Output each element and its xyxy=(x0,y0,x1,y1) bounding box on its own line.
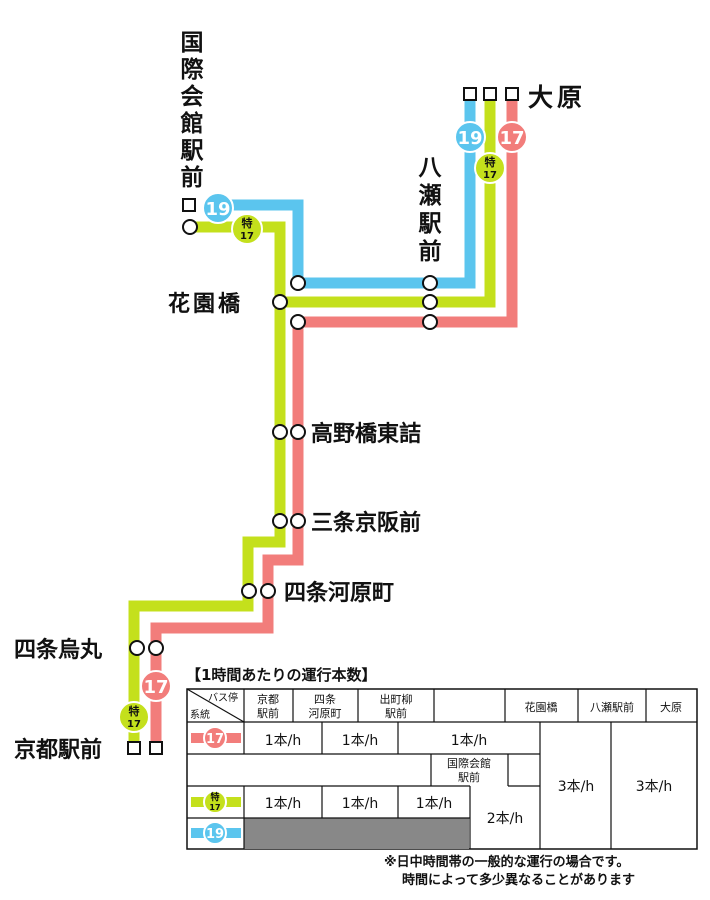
header-demachi: 出町柳 xyxy=(380,692,413,706)
stop-circles xyxy=(129,219,438,656)
table-title: 【1時間あたりの運行本数】 xyxy=(186,666,376,684)
svg-text:17: 17 xyxy=(127,719,141,730)
value-r17-kyoto: 1本/h xyxy=(265,733,302,749)
route-17-line xyxy=(150,95,518,748)
svg-text:19: 19 xyxy=(206,827,224,842)
station-hanazono-label: 花園橋 xyxy=(168,291,243,317)
terminal-stops-kyoto xyxy=(127,741,163,755)
route-express-line xyxy=(128,221,286,748)
header-ohara: 大原 xyxy=(660,700,682,714)
svg-text:17: 17 xyxy=(206,732,224,747)
header-kokusai-2: 駅前 xyxy=(458,770,480,784)
corner-stop-label: バス停 xyxy=(208,691,238,704)
corner-route-label: 系統 xyxy=(190,708,210,721)
header-yase: 八瀬駅前 xyxy=(590,700,634,714)
value-ohara: 3本/h xyxy=(636,779,673,795)
no-service-cell xyxy=(244,818,469,849)
svg-text:19: 19 xyxy=(457,128,482,149)
table-route-express-icon: 特 17 xyxy=(191,790,241,814)
header-shijo-2: 河原町 xyxy=(309,707,342,720)
terminal-stop-kokusai xyxy=(182,198,196,212)
station-shijo-kawaramachi-label: 四条河原町 xyxy=(284,580,394,606)
badge-19-kokusai: 19 xyxy=(202,192,234,224)
badge-17-kyoto: 17 xyxy=(140,670,172,702)
svg-text:17: 17 xyxy=(499,128,524,149)
value-express-19-kokusai: 2本/h xyxy=(487,811,524,827)
svg-text:19: 19 xyxy=(205,199,230,220)
svg-text:17: 17 xyxy=(483,170,497,181)
footnote-line-1: ※日中時間帯の一般的な運行の場合です。 xyxy=(384,854,629,870)
station-shijo-karasuma-label: 四条烏丸 xyxy=(14,637,103,663)
value-express-kyoto: 1本/h xyxy=(265,796,302,812)
value-r17-shijo: 1本/h xyxy=(342,733,379,749)
svg-text:17: 17 xyxy=(209,803,220,812)
table-route-19-icon: 19 xyxy=(191,821,241,845)
svg-text:特: 特 xyxy=(210,791,219,803)
header-shijo: 四条 xyxy=(314,692,336,706)
header-kyoto: 京都 xyxy=(257,692,279,706)
header-demachi-2: 駅前 xyxy=(385,706,407,720)
terminal-stops-ohara xyxy=(463,87,519,101)
value-express-shijo: 1本/h xyxy=(342,796,379,812)
badge-express-ohara: 特 17 xyxy=(474,152,506,184)
table-route-17-icon: 17 xyxy=(191,726,241,750)
value-express-demachi: 1本/h xyxy=(416,796,453,812)
station-ohara-label: 大原 xyxy=(528,83,586,112)
svg-text:特: 特 xyxy=(242,216,253,230)
header-kyoto-2: 駅前 xyxy=(257,706,279,720)
svg-text:17: 17 xyxy=(143,677,168,698)
header-kokusai: 国際会館 xyxy=(447,756,491,770)
value-hanazono-yase: 3本/h xyxy=(558,779,595,795)
station-kyoto-label: 京都駅前 xyxy=(14,737,102,763)
station-sanjo-label: 三条京阪前 xyxy=(311,510,421,536)
badge-17-ohara: 17 xyxy=(496,121,528,153)
svg-text:17: 17 xyxy=(240,231,254,242)
value-r17-demachi: 1本/h xyxy=(451,733,488,749)
footnote-line-2: 時間によって多少異なることがあります xyxy=(402,872,635,888)
badge-express-kokusai: 特 17 xyxy=(231,213,263,245)
svg-text:特: 特 xyxy=(485,155,496,169)
svg-text:特: 特 xyxy=(129,704,140,718)
badge-express-kyoto: 特 17 xyxy=(118,701,150,733)
frequency-table: バス停 系統 京都 駅前 四条 河原町 出町柳 駅前 花園橋 八瀬駅前 大原 国… xyxy=(186,688,698,850)
header-hanazono: 花園橋 xyxy=(525,700,558,714)
station-yase-label: 八瀬駅前 xyxy=(419,155,443,265)
station-kokusai-label: 国際会館駅前 xyxy=(181,30,205,191)
station-takano-label: 高野橋東詰 xyxy=(311,421,421,447)
badge-19-ohara: 19 xyxy=(454,121,486,153)
